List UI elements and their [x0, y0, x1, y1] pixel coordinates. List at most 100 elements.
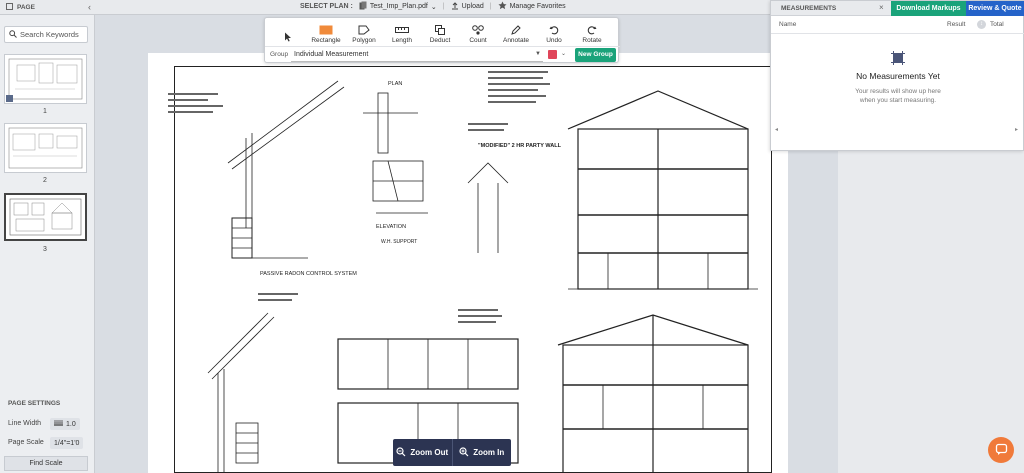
search-placeholder: Search Keywords: [20, 30, 79, 39]
radon-label: PASSIVE RADON CONTROL SYSTEM: [260, 271, 357, 277]
tool-label: Count: [469, 37, 487, 44]
rectangle-icon: [319, 24, 333, 36]
new-group-button[interactable]: New Group: [575, 48, 616, 62]
plan-sheet[interactable]: ELEVATION W.H. SUPPORT PLAN PASSIVE RADO…: [148, 53, 788, 473]
elevation-label: ELEVATION: [376, 224, 406, 230]
collapse-left-icon[interactable]: ‹: [88, 2, 91, 12]
zoom-in-button[interactable]: Zoom In: [451, 439, 512, 466]
page-thumbnail-2[interactable]: [4, 123, 87, 173]
thumbnail-number: 1: [43, 108, 47, 115]
measurements-panel: MEASUREMENTS × Download Markups Review &…: [770, 0, 1024, 151]
zoom-in-label: Zoom In: [473, 448, 505, 457]
column-total: Total: [990, 21, 1004, 28]
download-markups-button[interactable]: Download Markups: [891, 1, 966, 16]
pages-icon: [6, 3, 13, 12]
tool-label: Undo: [546, 37, 562, 44]
line-width-select[interactable]: 1.0: [50, 418, 80, 430]
page-scale-label: Page Scale: [8, 439, 44, 446]
tool-label: Rectangle: [311, 37, 341, 44]
zoom-in-icon: [459, 446, 469, 459]
deduct-tool-button[interactable]: Deduct: [421, 20, 459, 44]
count-tool-button[interactable]: Count: [459, 20, 497, 44]
line-weight-icon: [54, 420, 63, 428]
upload-button[interactable]: Upload: [451, 1, 484, 12]
rotate-icon: [587, 24, 597, 36]
group-row: Group Individual Measurement ▼ ⌄ New Gro…: [265, 46, 620, 64]
page-label: PAGE: [17, 4, 35, 11]
undo-tool-button[interactable]: Undo: [535, 20, 573, 44]
architectural-drawing: ELEVATION W.H. SUPPORT PLAN PASSIVE RADO…: [168, 71, 758, 473]
tool-label: Annotate: [502, 37, 530, 44]
page-header: PAGE: [6, 3, 35, 12]
zoom-out-label: Zoom Out: [410, 448, 449, 457]
measurements-title: MEASUREMENTS: [781, 5, 837, 12]
thumbnail-preview: [9, 198, 82, 236]
thumbnail-marker: [6, 95, 13, 102]
tool-label: Rotate: [582, 37, 602, 44]
search-input[interactable]: Search Keywords: [4, 26, 88, 43]
toggle-icon[interactable]: ↕: [977, 20, 986, 29]
select-plan-label: SELECT PLAN :: [300, 3, 353, 10]
page-sidebar: Search Keywords 1 2 3: [0, 15, 95, 473]
party-wall-label: "MODIFIED" 2 HR PARTY WALL: [478, 143, 562, 149]
chevron-down-icon: ▼: [535, 51, 541, 57]
thumbnail-number: 3: [43, 246, 47, 253]
thumbnail-number: 2: [43, 177, 47, 184]
zoom-out-button[interactable]: Zoom Out: [393, 439, 452, 466]
empty-line-2: when you start measuring.: [859, 97, 937, 104]
horizontal-scrollbar[interactable]: ◂ ▸: [771, 126, 1024, 134]
page-scale-value: 1/4"=1'0: [54, 439, 80, 447]
annotate-tool-button[interactable]: Annotate: [497, 20, 535, 44]
measure-area-icon: [771, 51, 1024, 65]
tool-row: Rectangle Polygon Length Deduct Count: [269, 20, 611, 44]
empty-state: No Measurements Yet Your results will sh…: [771, 51, 1024, 105]
tool-label: Polygon: [352, 37, 376, 44]
page-thumbnail-1[interactable]: [4, 54, 87, 104]
empty-title: No Measurements Yet: [856, 71, 940, 81]
select-tool-button[interactable]: [269, 20, 307, 44]
rectangle-tool-button[interactable]: Rectangle: [307, 20, 345, 44]
line-width-value: 1.0: [66, 420, 76, 428]
group-color-swatch[interactable]: [548, 50, 557, 59]
drawing-canvas[interactable]: ELEVATION W.H. SUPPORT PLAN PASSIVE RADO…: [96, 15, 866, 473]
polygon-tool-button[interactable]: Polygon: [345, 20, 383, 44]
upload-label: Upload: [461, 3, 484, 10]
scroll-right-icon[interactable]: ▸: [1015, 127, 1019, 133]
deduct-icon: [435, 24, 445, 36]
manage-favorites-button[interactable]: Manage Favorites: [498, 1, 566, 12]
page-thumbnail-3[interactable]: [4, 193, 87, 241]
zoom-controls: Zoom Out Zoom In: [393, 439, 511, 466]
file-icon: [359, 1, 367, 12]
pen-icon: [511, 24, 521, 36]
plan-file-select[interactable]: Test_Imp_Plan.pdf ⌄: [359, 1, 437, 12]
measurements-columns: Name Result ↕ Total: [771, 16, 1024, 34]
length-tool-button[interactable]: Length: [383, 20, 421, 44]
find-scale-button[interactable]: Find Scale: [4, 456, 88, 471]
line-width-label: Line Width: [8, 420, 42, 427]
scroll-left-icon[interactable]: ◂: [775, 127, 779, 133]
ruler-icon: [395, 24, 409, 36]
upload-icon: [451, 1, 459, 12]
plan-selector-bar: SELECT PLAN : Test_Imp_Plan.pdf ⌄ | Uplo…: [300, 1, 566, 12]
tool-label: Length: [392, 37, 412, 44]
search-icon: [9, 29, 17, 40]
chevron-down-icon: ⌄: [430, 3, 437, 11]
rotate-tool-button[interactable]: Rotate: [573, 20, 611, 44]
undo-icon: [549, 24, 559, 36]
page-scale-select[interactable]: 1/4"=1'0: [50, 437, 84, 449]
close-icon[interactable]: ×: [879, 3, 884, 12]
empty-line-1: Your results will show up here: [855, 88, 941, 95]
thumbnail-preview: [8, 127, 83, 169]
zoom-out-icon: [396, 446, 406, 459]
star-icon: [498, 1, 507, 12]
support-label: W.H. SUPPORT: [381, 239, 417, 245]
page-settings-title: PAGE SETTINGS: [8, 400, 61, 407]
tool-label: Deduct: [429, 37, 451, 44]
count-icon: [472, 24, 484, 36]
color-dropdown-icon[interactable]: ⌄: [561, 51, 567, 57]
group-select[interactable]: Individual Measurement: [291, 49, 543, 62]
plan-file-name: Test_Imp_Plan.pdf: [369, 3, 428, 10]
chat-launcher-button[interactable]: [988, 437, 1014, 463]
review-quote-button[interactable]: Review & Quote: [966, 1, 1024, 16]
top-bar: PAGE ‹ SELECT PLAN : Test_Imp_Plan.pdf ⌄…: [0, 0, 1024, 15]
